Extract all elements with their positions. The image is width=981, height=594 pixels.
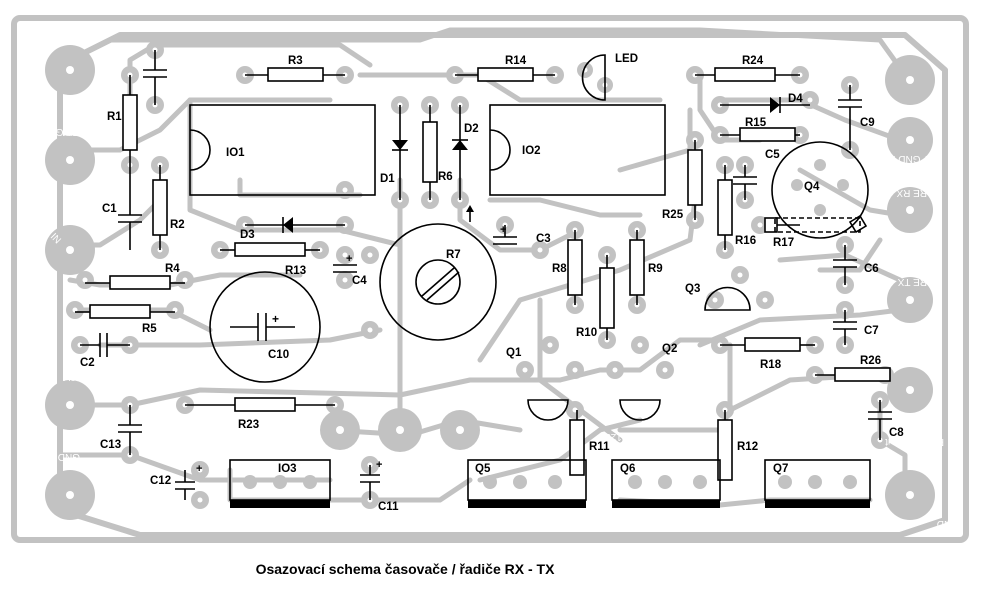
terminal-pads [45,45,935,520]
label-c2: C2 [80,357,95,369]
label-q7: Q7 [773,463,788,475]
mark-tip125-c: TIP 125 [805,509,840,520]
label-d3: D3 [240,229,255,241]
label-c4: C4 [352,275,367,287]
mark-re-tx: RE TX [897,276,927,287]
label-r3: R3 [288,55,303,67]
label-q5: Q5 [475,463,491,475]
label-r12: R12 [737,441,758,453]
label-q4: Q4 [804,181,820,193]
label-c11: C11 [378,501,399,513]
label-c1: C1 [102,203,117,215]
mark-gnd-right: GND [937,518,959,529]
mark-callsign: OK1VPZ [152,419,220,438]
svg-text:+: + [346,253,352,265]
svg-text:+: + [272,312,279,326]
label-r4: R4 [165,263,180,275]
label-r24: R24 [742,55,764,67]
label-q3: Q3 [685,283,700,295]
mark-sequencer-title: TIME SEQUENCER [117,362,270,381]
component-labels: R1 R2 R3 R4 R5 R6 R7 R8 R9 R10 R11 R12 R… [80,53,904,513]
mark-tip125-a: TIP 125 [495,431,530,442]
svg-text:+: + [196,463,202,475]
mark-ptt-gnd-in: PTT GND IN [29,126,85,137]
label-c6: C6 [864,263,879,275]
label-r10: R10 [576,327,597,339]
label-c5: C5 [765,149,780,161]
label-r13: R13 [285,265,306,277]
label-io1: IO1 [226,147,245,159]
label-c7: C7 [864,325,879,337]
label-r26: R26 [860,355,881,367]
mark-tip125-b: TIP 125 [605,431,640,442]
label-d4: D4 [788,93,803,105]
label-d2: D2 [464,123,479,135]
mark-7812: 7812 [258,431,281,442]
label-led: LED [615,53,638,65]
label-r11: R11 [589,441,610,453]
label-r5: R5 [142,323,157,335]
svg-text:+: + [376,459,382,471]
label-q6: Q6 [620,463,635,475]
label-io2: IO2 [522,145,541,157]
label-r15: R15 [745,117,767,129]
label-q1: Q1 [506,347,522,359]
figure-caption: Osazovací schema časovače / řadiče RX - … [255,561,555,577]
mark-ptt-plus-pa-out: PTT + PA out [885,436,944,447]
mark-gnd-left: GND [58,451,80,462]
label-r9: R9 [648,263,663,275]
label-d1: D1 [380,173,395,185]
mark-plus-28v: + 28V [63,371,90,382]
label-io3: IO3 [278,463,297,475]
label-c13: C13 [100,439,121,451]
svg-text:+: + [500,224,506,236]
label-q2: Q2 [662,343,677,355]
label-r6: R6 [438,171,453,183]
mark-4017: 4017 [542,141,565,152]
mark-4011: 4011 [253,141,275,152]
label-r8: R8 [552,263,567,275]
label-c8: C8 [889,427,904,439]
label-r7: R7 [446,249,461,261]
label-r18: R18 [760,359,782,371]
mark-re-rx: RE RX [896,187,927,198]
board-background [0,0,981,550]
label-r16: R16 [735,235,756,247]
ic-io2-body [489,104,666,196]
component-outlines: + + + + + [75,50,892,508]
ic-io1-body [189,104,376,196]
label-r2: R2 [170,219,185,231]
label-r14: R14 [505,55,527,67]
label-c12: C12 [150,475,171,487]
label-r25: R25 [662,209,684,221]
label-r23: R23 [238,419,259,431]
label-r17: R17 [773,237,794,249]
label-r1: R1 [107,111,122,123]
label-c3: C3 [536,233,551,245]
mark-ptt-gnd-pa: PTT GND PA [883,153,942,164]
label-c10: C10 [268,349,289,361]
label-c9: C9 [860,117,875,129]
